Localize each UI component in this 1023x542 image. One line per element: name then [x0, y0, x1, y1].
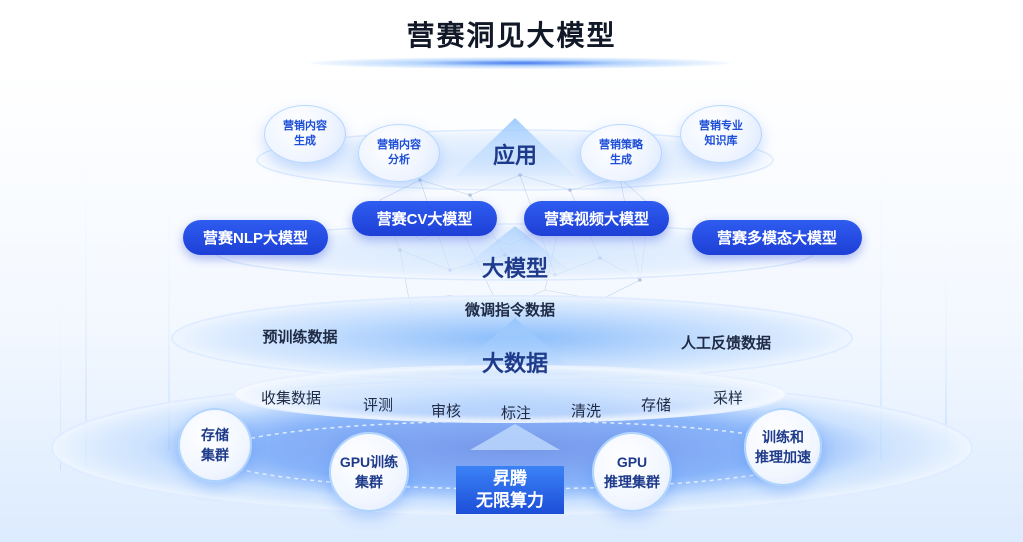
step-clean: 清洗: [570, 403, 601, 420]
node-gpu-inference-cluster: GPU 推理集群: [592, 432, 672, 512]
data-type-finetune: 微调指令数据: [464, 302, 555, 319]
step-collect: 收集数据: [260, 390, 321, 407]
layer-label-application: 应用: [492, 143, 537, 168]
page-title: 营赛洞见大模型: [406, 20, 617, 51]
bubble-content-generation: 营销内容 生成: [264, 105, 346, 163]
pill-multimodal-model: 营赛多模态大模型: [692, 220, 862, 255]
bubble-content-analysis: 营销内容 分析: [358, 124, 440, 182]
bubble-strategy-generation: 营销策略 生成: [580, 124, 662, 182]
pill-nlp-model: 营赛NLP大模型: [183, 220, 328, 255]
compute-base-label: 昇腾 无限算力: [456, 466, 564, 514]
data-type-pretrain: 预训练数据: [262, 329, 338, 346]
node-storage-cluster: 存储 集群: [178, 408, 252, 482]
step-evaluate: 评测: [362, 397, 393, 414]
step-annotate: 标注: [500, 405, 531, 422]
node-train-infer-acceleration: 训练和 推理加速: [744, 408, 822, 486]
layer-label-data: 大数据: [481, 351, 548, 376]
title-underline-glow: [310, 57, 730, 69]
data-type-human-feedback: 人工反馈数据: [680, 335, 771, 352]
pill-cv-model: 营赛CV大模型: [352, 201, 497, 236]
node-gpu-training-cluster: GPU训练 集群: [329, 432, 409, 512]
pill-video-model: 营赛视频大模型: [524, 201, 669, 236]
step-store: 存储: [640, 397, 671, 414]
step-review: 审核: [430, 403, 461, 420]
bubble-knowledge-base: 营销专业 知识库: [680, 105, 762, 163]
layer-label-model: 大模型: [481, 256, 548, 281]
step-sample: 采样: [712, 390, 743, 407]
